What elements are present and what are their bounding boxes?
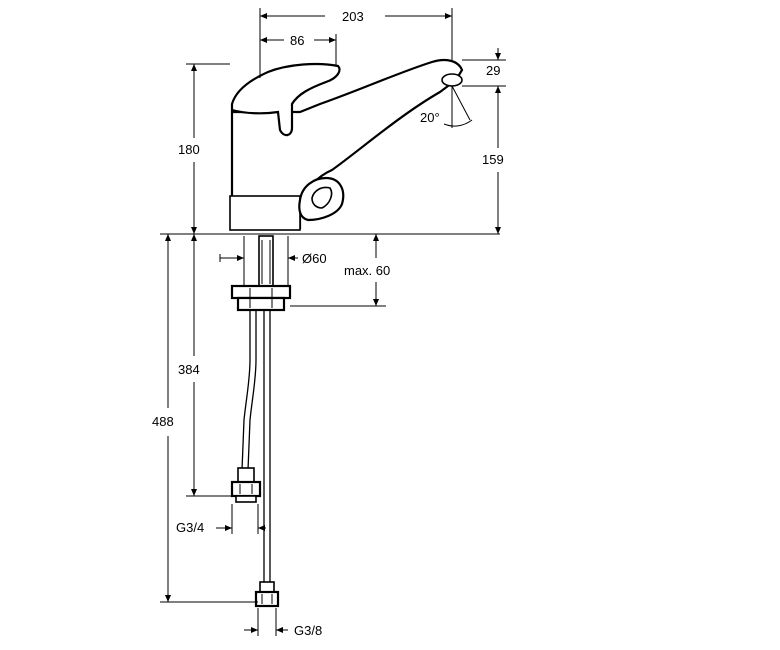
dim-180: 180 <box>178 142 200 157</box>
dimension-labels: 203 86 29 20° 159 180 Ø60 max. 60 384 48… <box>152 9 504 638</box>
faucet-body <box>160 59 500 235</box>
mounting-assembly <box>230 235 292 312</box>
dim-20-degree: 20° <box>420 110 440 125</box>
dim-384: 384 <box>178 362 200 377</box>
dim-159: 159 <box>482 152 504 167</box>
dim-29: 29 <box>486 63 500 78</box>
thread-g3-4: G3/4 <box>176 520 204 535</box>
dim-diameter-60: Ø60 <box>302 251 327 266</box>
dim-86: 86 <box>290 33 304 48</box>
dim-203: 203 <box>342 9 364 24</box>
dimension-lines <box>160 8 506 636</box>
thread-g3-8: G3/8 <box>294 623 322 638</box>
dim-max-60: max. 60 <box>344 263 390 278</box>
dim-488: 488 <box>152 414 174 429</box>
supply-hoses <box>230 310 280 608</box>
